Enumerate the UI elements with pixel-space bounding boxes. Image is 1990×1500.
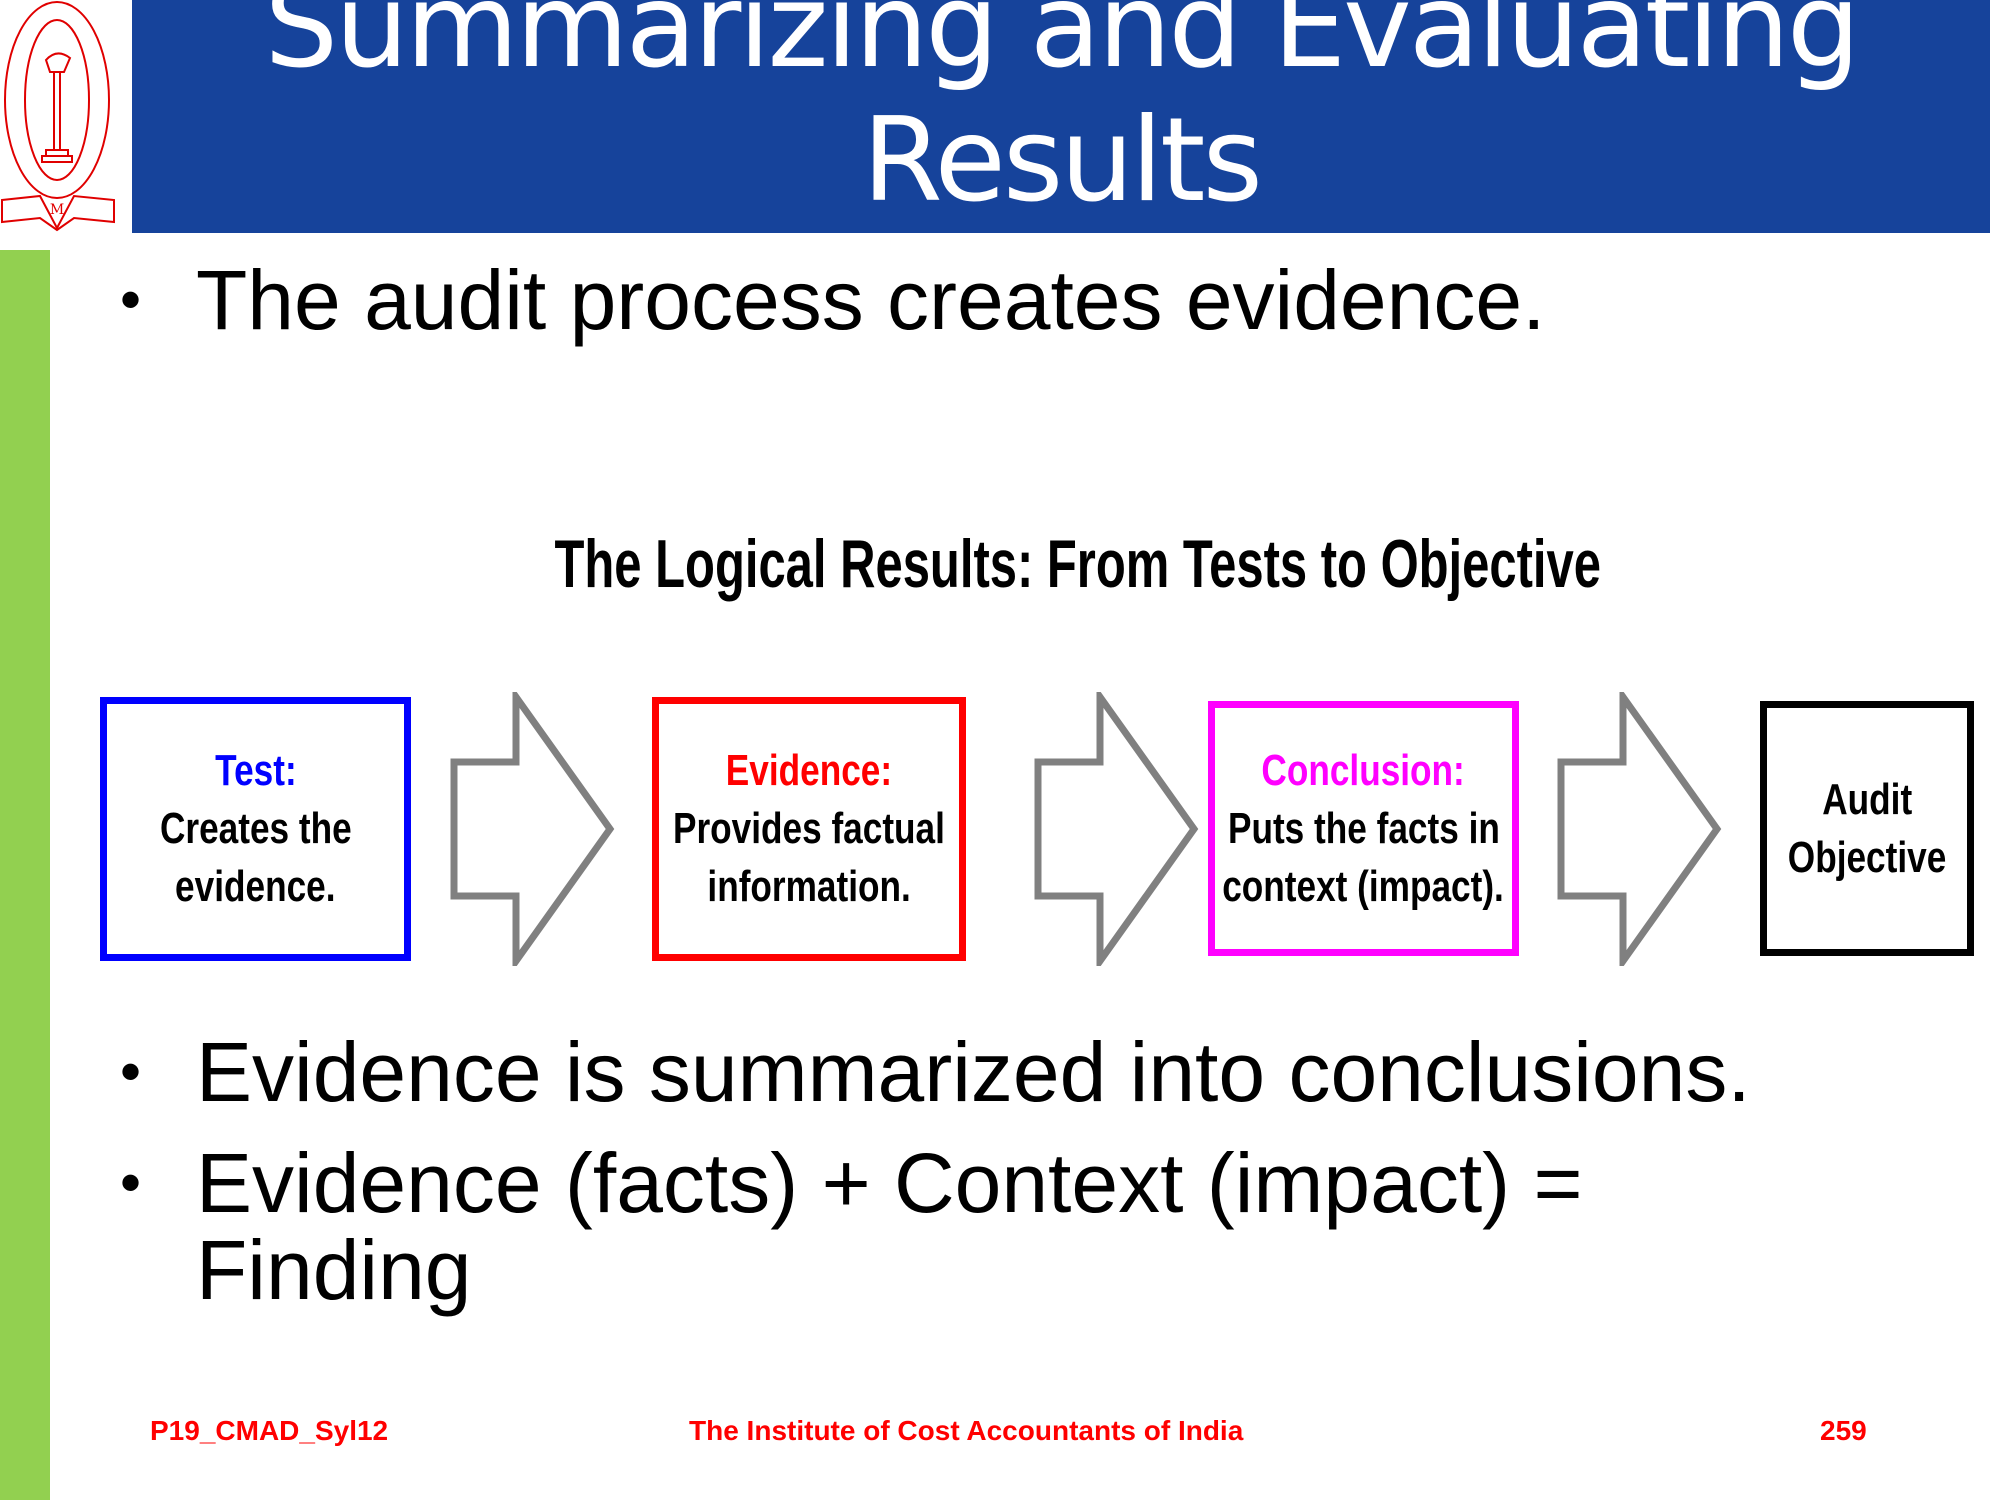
right-arrow-icon <box>1557 692 1722 966</box>
bullet-icon: • <box>120 266 142 333</box>
right-arrow-icon <box>450 692 615 966</box>
box-text: information. <box>707 862 911 911</box>
box-text: Provides factual <box>673 804 945 853</box>
box-text: Creates the <box>159 804 352 853</box>
box-heading: Test: <box>214 746 297 795</box>
footer-course-code: P19_CMAD_Syl12 <box>150 1415 389 1446</box>
svg-text:M: M <box>50 202 64 218</box>
title-line-1: Summarizing and Evaluating <box>264 0 1860 94</box>
box-heading: Conclusion: <box>1261 745 1466 795</box>
diagram-title-text: The Logical Results: From Tests to Objec… <box>554 526 1602 602</box>
bullet-icon: • <box>120 1038 142 1105</box>
bullet-text: Evidence (facts) + Context (impact) = <box>196 1136 1583 1230</box>
box-text: Puts the facts in <box>1227 803 1500 853</box>
side-accent-bar <box>0 250 50 1500</box>
box-heading: Evidence: <box>725 746 893 795</box>
title-line-2: Results <box>862 93 1263 228</box>
box-text: Audit <box>1822 774 1912 824</box>
title-banner: Summarizing and Evaluating Results <box>132 0 1990 233</box>
diagram-title: The Logical Results: From Tests to Objec… <box>0 525 1990 603</box>
page-number: 259 <box>1820 1415 1867 1446</box>
flow-box-test: Test: Creates the evidence. <box>100 697 411 961</box>
bullet-text: The audit process creates evidence. <box>196 253 1546 347</box>
box-text: evidence. <box>175 862 336 911</box>
box-text: Objective <box>1787 832 1947 882</box>
footer-institute: The Institute of Cost Accountants of Ind… <box>689 1415 1244 1446</box>
flow-box-conclusion: Conclusion: Puts the facts in context (i… <box>1208 701 1519 956</box>
flow-box-evidence: Evidence: Provides factual information. <box>652 697 966 961</box>
bullet-text: Finding <box>196 1223 472 1317</box>
institute-logo: M <box>0 0 118 232</box>
right-arrow-icon <box>1034 692 1199 966</box>
bullet-text: Evidence is summarized into conclusions. <box>196 1025 1751 1119</box>
slide-title: Summarizing and Evaluating Results <box>132 0 1990 228</box>
flow-box-audit-objective: Audit Objective <box>1760 701 1974 956</box>
box-text: context (impact). <box>1222 861 1505 911</box>
bullet-icon: • <box>120 1149 142 1216</box>
